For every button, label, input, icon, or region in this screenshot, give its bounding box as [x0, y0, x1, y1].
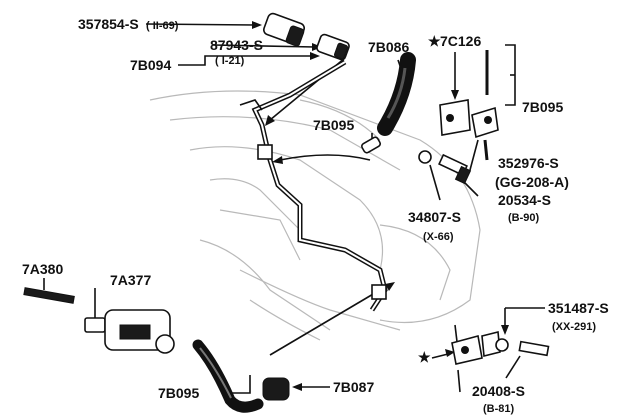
label-7c126-star: ★: [428, 33, 441, 49]
label-34807-s: 34807-S: [408, 209, 461, 225]
label-20408-s: 20408-S: [472, 383, 525, 399]
label-357854-s-sub: ( II-69): [146, 20, 179, 32]
label-7b086: 7B086: [368, 39, 409, 55]
label-7b095-mid: 7B095: [313, 117, 354, 133]
label-357854-s: 357854-S: [78, 16, 139, 32]
cooler-tube-7b094: [239, 59, 388, 312]
bolt-20534: [418, 150, 472, 185]
label-20534-s-sub: (B-90): [508, 212, 540, 224]
label-7b094: 7B094: [130, 57, 171, 73]
label-87943-s-sub: ( I-21): [215, 55, 245, 67]
label-7a377: 7A377: [110, 272, 151, 288]
clip-7b095-top: [471, 50, 499, 161]
label-34807-s-sub: (X-66): [423, 231, 454, 243]
clip-7b095-mid: [361, 136, 381, 154]
plug-7a380: [23, 287, 75, 304]
label-7a380: 7A380: [22, 261, 63, 277]
label-7c126: 7C126: [440, 33, 481, 49]
label-7b087: 7B087: [333, 379, 374, 395]
label-87943-s: 87943-S: [210, 37, 263, 53]
label-352976-s: 352976-S: [498, 155, 559, 171]
label-star-bottom: ★: [418, 349, 431, 365]
leader-lines: [43, 21, 545, 394]
label-20534-s: 20534-S: [498, 192, 551, 208]
connector-87943: [316, 33, 350, 61]
hose-7b086: [377, 52, 416, 136]
hose-7b095-bottom: [192, 339, 264, 413]
label-7b095-bottom: 7B095: [158, 385, 199, 401]
label-20408-s-sub: (B-81): [483, 403, 515, 415]
label-351487-s-sub: (XX-291): [552, 321, 596, 333]
label-351487-s: 351487-S: [548, 300, 609, 316]
modulator-7a377: [84, 309, 175, 354]
bracket-7c126: [439, 99, 471, 136]
label-7b095-top: 7B095: [522, 99, 563, 115]
elbow-7b087: [262, 377, 290, 401]
fitting-357854: [262, 12, 306, 47]
clip-assembly-bottom: [451, 324, 550, 393]
label-352976-s-sub: (GG-208-A): [495, 174, 569, 190]
